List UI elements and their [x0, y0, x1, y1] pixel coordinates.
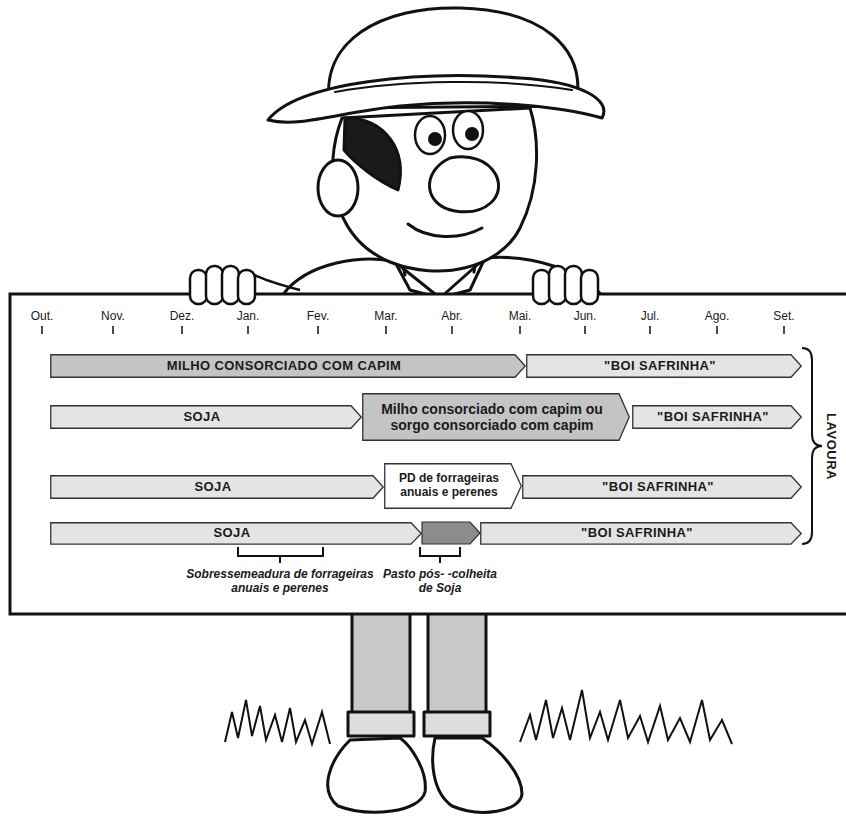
farmer-legs	[328, 612, 522, 812]
eye	[415, 116, 445, 154]
grass-tuft	[520, 690, 732, 744]
farmer-head	[268, 8, 605, 300]
arrow-outline	[51, 355, 526, 378]
arrow-outline	[481, 522, 802, 543]
month-label: Set.	[773, 309, 794, 323]
timeline-bar: SOJA	[50, 405, 362, 429]
arm	[250, 272, 300, 290]
timeline-bar: SOJA	[50, 475, 384, 499]
month-label: Ago.	[705, 309, 730, 323]
finger	[222, 266, 239, 304]
note-label: Sobressemeadura de forrageiras anuais e …	[185, 567, 375, 596]
month-label: Out.	[31, 309, 54, 323]
tick	[451, 326, 453, 334]
timeline-bar: "BOI SAFRINHA"	[632, 405, 802, 429]
finger	[238, 270, 255, 304]
bar-label: SOJA	[194, 480, 231, 495]
trouser-cuff	[424, 712, 490, 736]
timeline-bar: SOJA	[50, 522, 422, 545]
pupil	[428, 132, 442, 146]
tick	[247, 326, 249, 334]
finger	[565, 266, 582, 304]
bracket	[420, 547, 460, 563]
finger	[190, 270, 207, 304]
pasture-bar	[422, 522, 480, 544]
brace	[802, 348, 822, 544]
mouth	[408, 224, 482, 237]
trouser-leg	[352, 612, 410, 727]
shoe	[433, 738, 522, 812]
finger	[533, 270, 550, 304]
ear	[318, 160, 358, 216]
pupil	[465, 127, 479, 141]
arrow-outline	[385, 464, 522, 509]
group-label: LAVOURA	[824, 413, 839, 480]
month-label: Jul.	[641, 309, 660, 323]
timeline-bar: "BOI SAFRINHA"	[522, 475, 802, 499]
bar-label: MILHO CONSORCIADO COM CAPIM	[167, 359, 402, 374]
arrow-outline	[51, 406, 362, 429]
arrow-outline	[633, 406, 802, 429]
face	[333, 108, 537, 271]
grass-tuft	[225, 700, 330, 744]
month-label: Dez.	[170, 309, 195, 323]
month-label: Abr.	[441, 309, 462, 323]
timeline-bar: PD de forrageiras anuais e perenes	[384, 463, 522, 509]
timeline-bar: "BOI SAFRINHA"	[480, 522, 802, 545]
bar-label: "BOI SAFRINHA"	[604, 359, 716, 374]
month-label: Mai.	[509, 309, 532, 323]
tick	[519, 326, 521, 334]
timeline-bar: Milho consorciado com capim ou sorgo con…	[362, 393, 630, 441]
arrow-outline	[527, 355, 802, 378]
timeline-bar: "BOI SAFRINHA"	[526, 354, 802, 378]
tick	[385, 326, 387, 334]
arrow-outline	[523, 476, 802, 499]
bar-label: Milho consorciado com capim ou sorgo con…	[370, 401, 614, 433]
month-label: Nov.	[101, 309, 125, 323]
arrow-outline	[51, 522, 422, 543]
bar-label: "BOI SAFRINHA"	[581, 526, 693, 541]
tick	[716, 326, 718, 334]
month-label: Jun.	[574, 309, 597, 323]
tick	[181, 326, 183, 334]
shoe	[328, 738, 426, 812]
tick	[649, 326, 651, 334]
tick	[317, 326, 319, 334]
finger	[206, 266, 223, 304]
timeline-bar: MILHO CONSORCIADO COM CAPIM	[50, 354, 526, 378]
month-label: Fev.	[307, 309, 329, 323]
bar-label: "BOI SAFRINHA"	[602, 480, 714, 495]
trouser-cuff	[348, 712, 414, 736]
hands	[190, 266, 598, 304]
bracket	[238, 547, 323, 563]
tick	[584, 326, 586, 334]
bar-label: SOJA	[183, 410, 220, 425]
hat-brim	[268, 76, 604, 123]
grass	[225, 690, 732, 744]
hair	[344, 118, 400, 190]
board	[10, 294, 846, 614]
bar-label: "BOI SAFRINHA"	[657, 410, 769, 425]
nose	[430, 157, 499, 212]
tick	[112, 326, 114, 334]
bar-label: SOJA	[213, 526, 250, 541]
eye	[453, 111, 483, 149]
month-label: Jan.	[237, 309, 260, 323]
month-label: Mar.	[374, 309, 397, 323]
tick	[41, 326, 43, 334]
arrow-outline	[51, 476, 384, 499]
finger	[549, 266, 566, 304]
board-panel	[10, 294, 846, 614]
hat-band	[335, 82, 572, 92]
arrow-outline	[363, 394, 630, 441]
month-ticks	[42, 326, 784, 334]
tick	[783, 326, 785, 334]
note-label: Pasto pós- -colheita de Soja	[380, 567, 500, 596]
trouser-leg	[428, 612, 486, 727]
finger	[581, 270, 598, 304]
bar-label: PD de forrageiras anuais e perenes	[392, 472, 506, 500]
